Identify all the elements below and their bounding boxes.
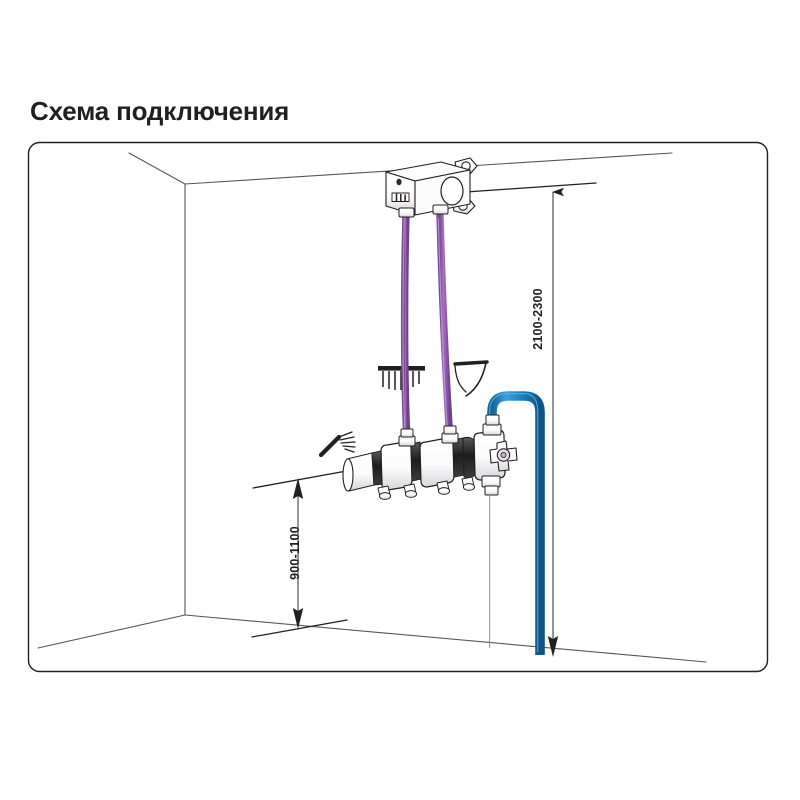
valve-hot-outlet-nut	[481, 475, 501, 496]
dimension-ceiling-height	[465, 182, 597, 657]
valve-body-1	[380, 441, 422, 491]
dimension-arrow-bottom-ceiling	[547, 636, 559, 657]
extension-line-valve-bottom	[251, 619, 348, 638]
extension-line-valve-top	[252, 469, 353, 489]
box-hose-outlets	[398, 204, 449, 218]
flexible-hoses	[400, 213, 454, 442]
dimension-arrow-bottom-valve	[292, 608, 304, 629]
cold-water-supply-pipe	[487, 391, 545, 655]
dimension-label-valve-height: 900-1100	[287, 526, 302, 580]
ceiling-line-left	[128, 152, 186, 185]
valve-left-handle	[342, 450, 384, 492]
floor-line-right	[184, 614, 707, 663]
floor-line-left	[37, 614, 186, 649]
diagram-frame	[27, 141, 769, 673]
valve-body-2	[419, 437, 465, 488]
hand-shower-icon	[318, 431, 356, 458]
curved-spout-icon	[453, 360, 489, 397]
flexible-hose-right	[436, 213, 454, 442]
flexible-hose-left	[400, 213, 411, 442]
hot-water-supply-pipe	[487, 492, 497, 650]
thermostatic-valve-manifold	[342, 414, 518, 500]
ceiling-mounted-box	[385, 157, 478, 218]
dimension-valve-height	[251, 469, 353, 638]
dimension-label-ceiling-height: 2100-2300	[530, 288, 545, 350]
valve-hose-connector-1	[398, 428, 416, 447]
box-service-opening	[440, 176, 464, 206]
box-label-plate	[391, 192, 410, 202]
dimension-arrow-top-valve	[292, 478, 304, 499]
valve-cold-inlet-nut	[482, 414, 502, 436]
leader-line-ceiling	[465, 182, 597, 193]
valve-end-fitting	[473, 429, 518, 481]
box-screw	[396, 178, 402, 186]
valve-hose-connector-2	[441, 425, 459, 444]
valve-mounting-feet	[377, 476, 476, 500]
page-title: Схема подключения	[30, 96, 290, 126]
